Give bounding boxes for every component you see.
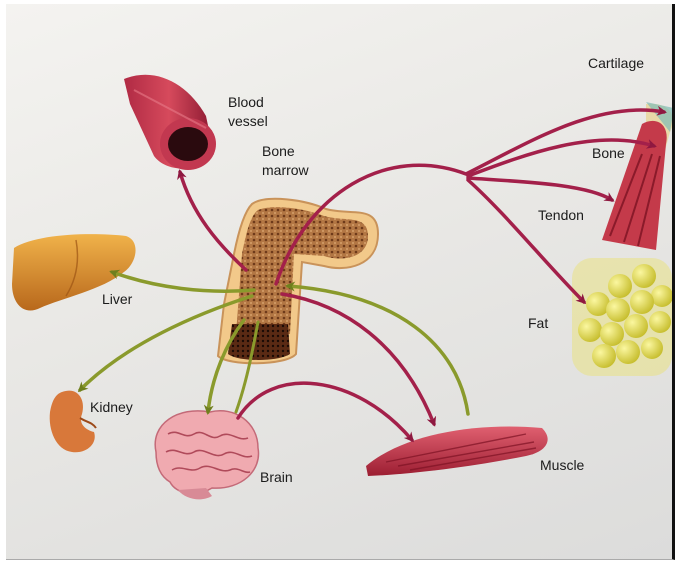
label-bone-marrow-2: marrow: [262, 162, 310, 178]
label-blood-vessel-1: Blood: [228, 94, 264, 110]
label-bone-marrow-1: Bone: [262, 143, 295, 159]
label-liver: Liver: [102, 291, 133, 307]
blood-vessel-image: [124, 75, 216, 170]
label-fat: Fat: [528, 315, 548, 331]
cartilage-bone-tendon-image: [602, 102, 672, 250]
label-tendon: Tendon: [538, 207, 584, 223]
bone-marrow-image: [218, 199, 378, 363]
brain-image: [155, 411, 258, 500]
label-muscle: Muscle: [540, 457, 585, 473]
stem-cell-diagram: Blood vessel Bone marrow Cartilage Bone …: [6, 4, 672, 559]
label-brain: Brain: [260, 469, 293, 485]
label-bone: Bone: [592, 145, 625, 161]
label-cartilage: Cartilage: [588, 55, 644, 71]
muscle-image: [366, 427, 548, 476]
label-kidney: Kidney: [90, 399, 133, 415]
fat-image: [572, 258, 672, 376]
illustration-page: Blood vessel Bone marrow Cartilage Bone …: [6, 4, 675, 560]
label-blood-vessel-2: vessel: [228, 113, 268, 129]
